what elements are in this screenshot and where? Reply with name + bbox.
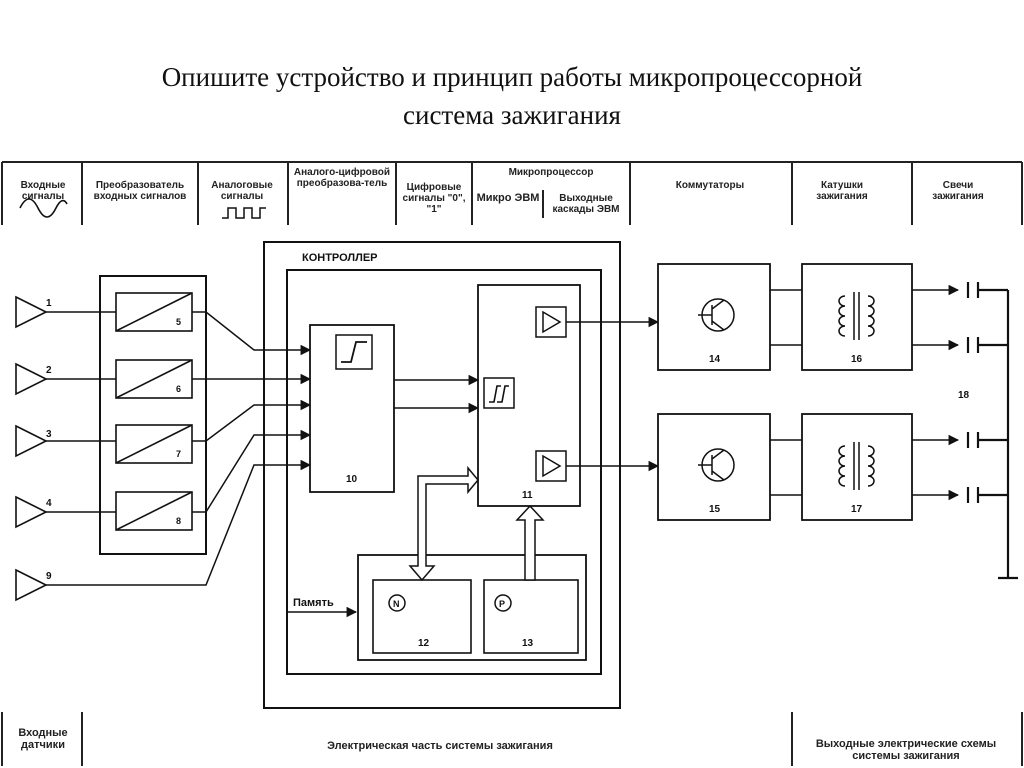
header-ignition-coils: Катушки зажигания (816, 180, 868, 202)
converter-to-adc-wires (46, 311, 312, 586)
memory-n-label: N (393, 599, 400, 609)
title-line-1: Опишите устройство и принцип работы микр… (161, 62, 863, 92)
header-output-stages: Выходные каскады ЭВМ (552, 193, 620, 215)
microcomputer-label: 11 (522, 490, 533, 501)
sensor-2-icon (15, 362, 48, 396)
footer-input-sensors: Входные датчики (18, 727, 68, 751)
commutator-15 (657, 413, 771, 521)
memory-n-icon (388, 594, 406, 612)
amplifier-2-icon (542, 454, 562, 478)
header-micro-computer: Микро ЭВМ (476, 192, 540, 204)
commutator-15-label: 15 (709, 504, 721, 515)
coil-16 (801, 263, 913, 371)
converter-group (115, 292, 193, 531)
footer-frame (1, 712, 1023, 766)
sensor-4-icon (15, 495, 48, 529)
commutator-14-label: 14 (709, 354, 721, 365)
header-commutators: Коммутаторы (675, 180, 745, 191)
commutator-to-coil-wires (770, 289, 802, 496)
coil-to-plug-wires (912, 284, 960, 501)
sensor-label-1: 1 (46, 298, 52, 309)
converter-label-5: 5 (176, 317, 181, 327)
sine-wave-icon (19, 198, 68, 218)
spark-plug-group (966, 282, 1018, 580)
transformer-17-icon (838, 442, 875, 490)
memory-p-icon (494, 594, 512, 612)
converter-label-7: 7 (176, 449, 181, 459)
header-analog-signals: Аналоговые сигналы (211, 180, 273, 202)
memory-block-12-label: 12 (418, 638, 430, 649)
input-converter-frame (99, 275, 207, 555)
converter-label-8: 8 (176, 516, 181, 526)
page-title: Опишите устройство и принцип работы микр… (0, 58, 1024, 134)
digital-signal-icon-frame (483, 377, 515, 409)
sensor-9-icon (15, 568, 48, 602)
amplifier-1-icon (542, 310, 562, 334)
header-input-converter: Преобразователь входных сигналов (93, 180, 187, 202)
controller-outer-frame (263, 241, 621, 709)
memory-block-12 (372, 579, 472, 654)
output-wires (566, 316, 660, 472)
memory-block-13 (483, 579, 579, 654)
adc-label: 10 (346, 474, 358, 485)
converter-label-6: 6 (176, 384, 181, 394)
controller-inner-frame (286, 269, 602, 675)
transistor-15-icon (698, 448, 735, 482)
footer-output-circuits: Выходные электрические схемы системы заж… (815, 738, 997, 762)
coil-17-label: 17 (851, 504, 863, 515)
header-input-signals: Входные сигналы (20, 180, 66, 202)
sensor-label-9: 9 (46, 571, 52, 582)
header-frame (1, 161, 1023, 225)
header-microprocessor: Микропроцессор (508, 167, 594, 178)
header-spark-plugs: Свечи зажигания (932, 180, 984, 202)
sensor-1-icon (15, 295, 48, 329)
footer-electric-part: Электрическая часть системы зажигания (327, 740, 553, 752)
sensor-label-4: 4 (46, 498, 52, 509)
header-digital-signals: Цифровые сигналы "0", "1" (402, 182, 466, 215)
sensor-group (15, 295, 48, 602)
memory-p-label: P (499, 599, 505, 609)
step-signal-icon (341, 341, 367, 363)
spark-plugs-label: 18 (958, 390, 970, 401)
memory-block-13-label: 13 (522, 638, 534, 649)
controller-label: КОНТРОЛЛЕР (302, 252, 378, 264)
adc-to-microcomputer-wires (394, 374, 480, 414)
sensor-label-2: 2 (46, 365, 52, 376)
memory-label: Память (293, 597, 334, 609)
title-line-2: система зажигания (403, 100, 621, 130)
coil-16-label: 16 (851, 354, 863, 365)
bus-arrow-12-to-11 (408, 465, 479, 582)
header-adc: Аналого-цифровой преобразова-тель (293, 167, 391, 189)
digital-signal-icon (489, 385, 509, 403)
transformer-16-icon (838, 292, 875, 340)
coil-17 (801, 413, 913, 521)
sensor-wires (46, 311, 116, 513)
sensor-3-icon (15, 424, 48, 458)
pulse-signal-icon (222, 207, 266, 219)
bus-arrow-13-to-11 (515, 504, 545, 581)
sensor-label-3: 3 (46, 429, 52, 440)
transistor-14-icon (698, 298, 735, 332)
commutator-14 (657, 263, 771, 371)
